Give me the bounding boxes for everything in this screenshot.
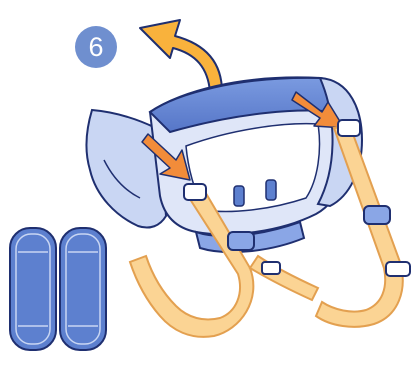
buckle-slot <box>266 180 276 200</box>
rotate-arrow-icon <box>140 20 222 92</box>
strap-adjuster-icon <box>364 206 390 224</box>
strap-buckle-icon <box>262 262 280 274</box>
buckle-icon <box>338 120 360 136</box>
strap-buckle-icon <box>386 262 410 276</box>
step-number-badge: 6 <box>75 26 117 68</box>
shoulder-pads <box>10 228 106 350</box>
strap-adjuster-icon <box>228 232 254 250</box>
step-number: 6 <box>88 32 103 63</box>
buckle-icon <box>184 184 206 200</box>
waist-strap <box>250 256 318 300</box>
buckle-slot <box>234 186 244 206</box>
